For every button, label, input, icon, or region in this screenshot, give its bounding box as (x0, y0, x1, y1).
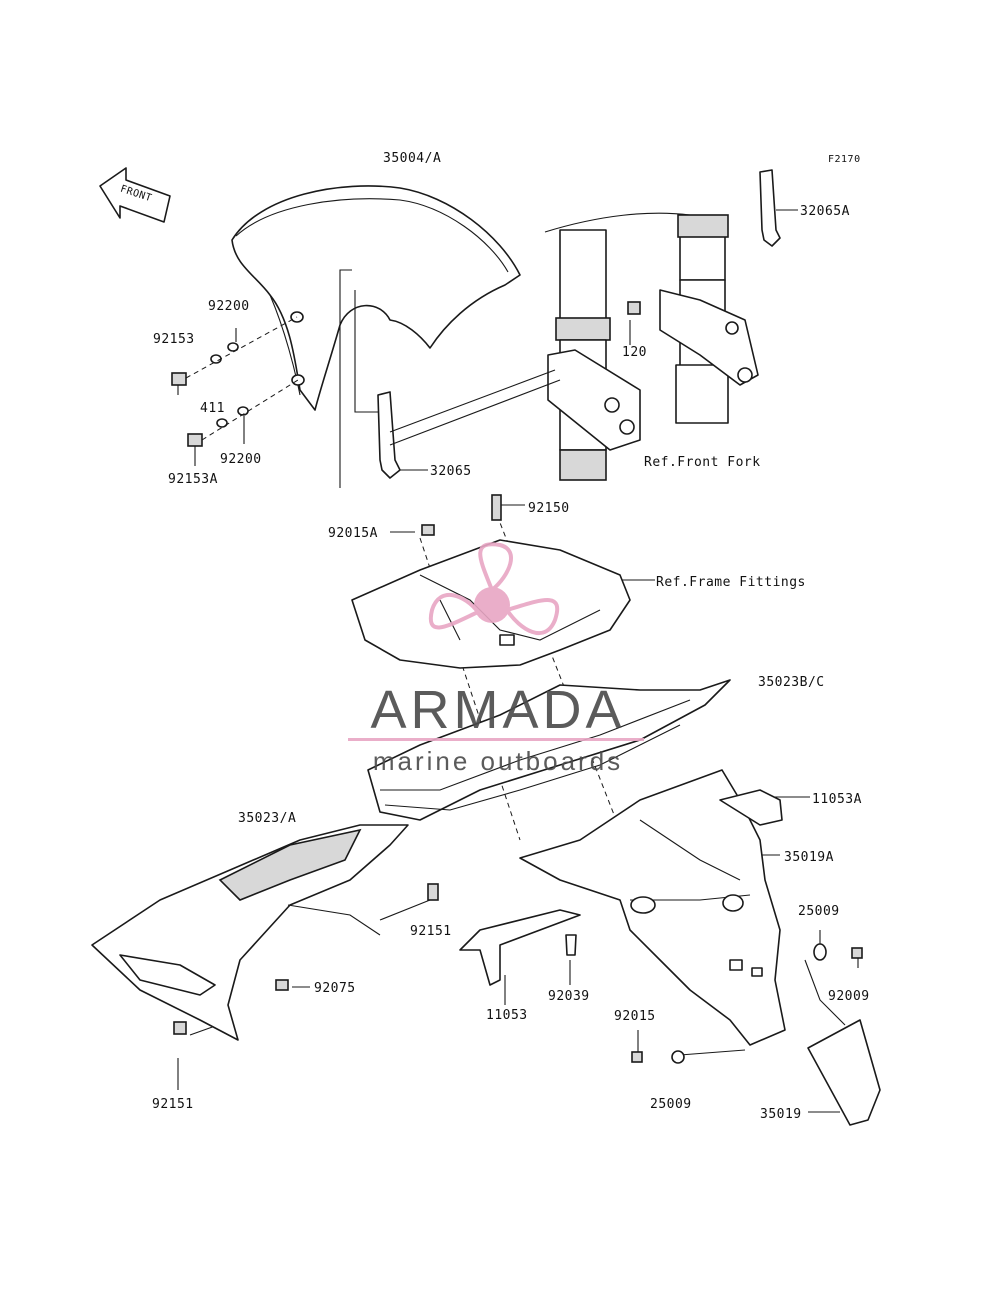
mudflap-part (807, 1019, 881, 1126)
label-92150: 92150 (528, 501, 570, 516)
seat-cowl-inner-part (367, 679, 731, 821)
watermark-brand: ARMADA (370, 680, 625, 740)
stay-11053-part (459, 909, 581, 986)
label-35023a: 35023/A (238, 811, 296, 826)
label-92151-upper: 92151 (410, 924, 452, 939)
fasteners-fender (171, 301, 641, 447)
front-fender-part (231, 185, 521, 411)
label-11053: 11053 (486, 1008, 528, 1023)
label-32065: 32065 (430, 464, 472, 479)
brace-rod (389, 369, 556, 433)
side-cowl-part (91, 824, 409, 1041)
watermark-logo: ARMADA marine outboards (348, 542, 644, 776)
label-92153: 92153 (153, 332, 195, 347)
label-11053a: 11053A (812, 792, 862, 807)
label-92015a: 92015A (328, 526, 378, 541)
front-fork-assembly (544, 212, 759, 481)
label-92200-upper: 92200 (208, 299, 250, 314)
label-92015: 92015 (614, 1009, 656, 1024)
label-35023bc: 35023B/C (758, 675, 825, 690)
label-35004a: 35004/A (383, 151, 441, 166)
label-92200-lower: 92200 (220, 452, 262, 467)
label-ref-front-fork: Ref.Front Fork (644, 455, 761, 470)
label-25009-lower: 25009 (650, 1097, 692, 1112)
label-411: 411 (200, 401, 225, 416)
label-ref-frame-fittings: Ref.Frame Fittings (656, 575, 806, 590)
clip-92039-part (565, 934, 577, 956)
label-92153a: 92153A (168, 472, 218, 487)
fasteners-rear (173, 494, 863, 1064)
brace-32065-part (377, 391, 401, 479)
label-32065a: 32065A (800, 204, 850, 219)
label-92075: 92075 (314, 981, 356, 996)
label-25009-right: 25009 (798, 904, 840, 919)
figure-code: F2170 (828, 154, 861, 165)
brace-32065a-part (759, 169, 781, 247)
front-arrow-icon: FRONT (99, 167, 171, 223)
label-35019: 35019 (760, 1107, 802, 1122)
label-120: 120 (622, 345, 647, 360)
label-92009: 92009 (828, 989, 870, 1004)
label-92151-lower: 92151 (152, 1097, 194, 1112)
label-35019a: 35019A (784, 850, 834, 865)
label-92039: 92039 (548, 989, 590, 1004)
watermark-tagline: marine outboards (373, 746, 623, 776)
propeller-hub-icon (474, 587, 510, 623)
rear-fender-part (519, 769, 786, 1046)
